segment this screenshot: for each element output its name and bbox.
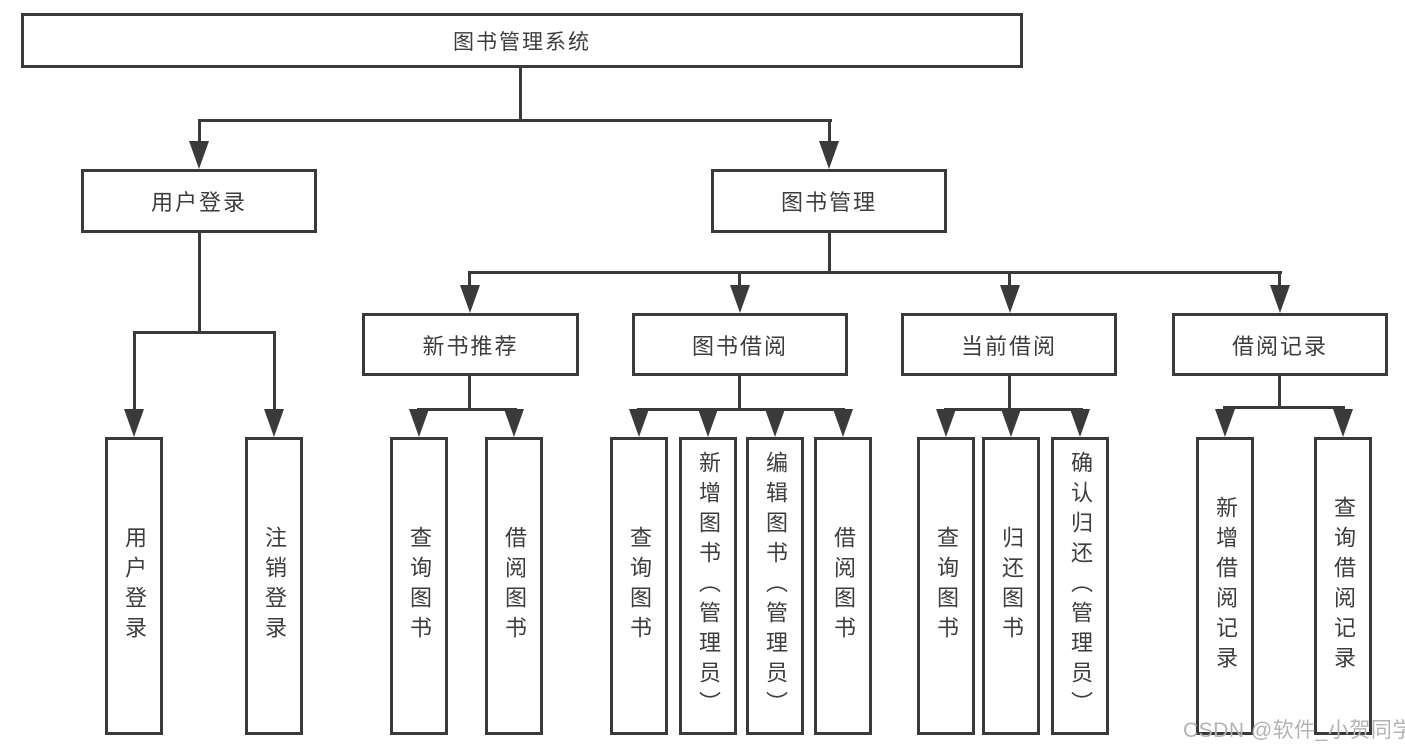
connector-line [637, 408, 845, 411]
leaf-recommend-query-books: 查询图书 [390, 437, 448, 735]
leaf-borrow-add-books-admin: 新增图书（管理员） [679, 437, 737, 735]
connector-line [738, 376, 741, 410]
leaf-borrow-query-books: 查询图书 [610, 437, 668, 735]
connector-line [519, 67, 522, 121]
connector-line [198, 233, 201, 333]
leaf-recommend-query-books-label: 查询图书 [407, 526, 432, 646]
node-new-book-recommendation-label: 新书推荐 [422, 333, 519, 359]
connector-line [468, 376, 471, 410]
arrowhead-down-icon [124, 409, 144, 437]
connector-line [1278, 271, 1281, 289]
leaf-records-query-record: 查询借阅记录 [1314, 437, 1372, 735]
arrowhead-down-icon [460, 285, 480, 313]
node-book-borrowing: 图书借阅 [632, 313, 848, 376]
leaf-current-confirm-return-admin: 确认归还（管理员） [1051, 437, 1109, 735]
leaf-borrow-edit-books-admin: 编辑图书（管理员） [746, 437, 804, 735]
arrowhead-down-icon [189, 141, 209, 169]
connector-line [198, 119, 832, 122]
arrowhead-down-icon [1215, 409, 1235, 437]
arrowhead-down-icon [1270, 285, 1290, 313]
connector-line [417, 408, 517, 411]
arrowhead-down-icon [833, 409, 853, 437]
connector-line [133, 331, 276, 334]
leaf-logout-login: 注销登录 [245, 437, 303, 735]
arrowhead-down-icon [765, 409, 785, 437]
leaf-logout-login-label: 注销登录 [262, 526, 287, 646]
leaf-recommend-borrow-books-label: 借阅图书 [502, 526, 527, 646]
leaf-user-login-label: 用户登录 [122, 526, 147, 646]
node-current-borrowing-label: 当前借阅 [960, 333, 1057, 359]
leaf-records-add-record-label: 新增借阅记录 [1213, 496, 1238, 676]
connector-line [1008, 271, 1011, 289]
arrowhead-down-icon [1000, 285, 1020, 313]
node-user-login-label: 用户登录 [150, 190, 247, 215]
arrowhead-down-icon [409, 409, 429, 437]
leaf-records-add-record: 新增借阅记录 [1196, 437, 1254, 735]
leaf-borrow-query-books-label: 查询图书 [627, 526, 652, 646]
leaf-current-query-books: 查询图书 [917, 437, 975, 735]
arrowhead-down-icon [264, 409, 284, 437]
leaf-borrow-edit-books-admin-label: 编辑图书（管理员） [763, 451, 788, 721]
node-borrowing-records-label: 借阅记录 [1231, 333, 1328, 359]
connector-line [828, 119, 831, 145]
connector-line [1223, 406, 1345, 409]
connector-line [828, 233, 831, 273]
connector-line [468, 271, 1282, 274]
connector-line [1278, 376, 1281, 408]
connector-line [738, 271, 741, 289]
connector-line [198, 119, 201, 145]
node-book-management: 图书管理 [711, 169, 947, 233]
arrowhead-down-icon [936, 409, 956, 437]
arrowhead-down-icon [1333, 409, 1353, 437]
arrowhead-down-icon [1070, 409, 1090, 437]
leaf-current-return-books: 归还图书 [982, 437, 1040, 735]
connector-line [468, 271, 471, 289]
csdn-watermark: CSDN @软件_小贺同学 [1183, 719, 1405, 742]
connector-line [1008, 376, 1011, 410]
leaf-current-query-books-label: 查询图书 [934, 526, 959, 646]
connector-line [273, 331, 276, 411]
node-current-borrowing: 当前借阅 [901, 313, 1117, 376]
arrowhead-down-icon [819, 141, 839, 169]
leaf-user-login: 用户登录 [105, 437, 163, 735]
leaf-recommend-borrow-books: 借阅图书 [485, 437, 543, 735]
arrowhead-down-icon [1001, 409, 1021, 437]
leaf-borrow-borrow-books: 借阅图书 [814, 437, 872, 735]
node-root-label: 图书管理系统 [453, 30, 591, 54]
arrowhead-down-icon [730, 285, 750, 313]
arrowhead-down-icon [629, 409, 649, 437]
node-new-book-recommendation: 新书推荐 [362, 313, 579, 376]
node-borrowing-records: 借阅记录 [1172, 313, 1388, 376]
leaf-current-return-books-label: 归还图书 [999, 526, 1024, 646]
node-user-login: 用户登录 [81, 169, 317, 233]
arrowhead-down-icon [504, 409, 524, 437]
node-root: 图书管理系统 [21, 13, 1023, 68]
leaf-borrow-add-books-admin-label: 新增图书（管理员） [696, 451, 721, 721]
leaf-records-query-record-label: 查询借阅记录 [1331, 496, 1356, 676]
leaf-borrow-borrow-books-label: 借阅图书 [831, 526, 856, 646]
node-book-borrowing-label: 图书借阅 [691, 333, 788, 359]
connector-line [133, 331, 136, 411]
arrowhead-down-icon [698, 409, 718, 437]
leaf-current-confirm-return-admin-label: 确认归还（管理员） [1068, 451, 1093, 721]
node-book-management-label: 图书管理 [780, 190, 877, 215]
